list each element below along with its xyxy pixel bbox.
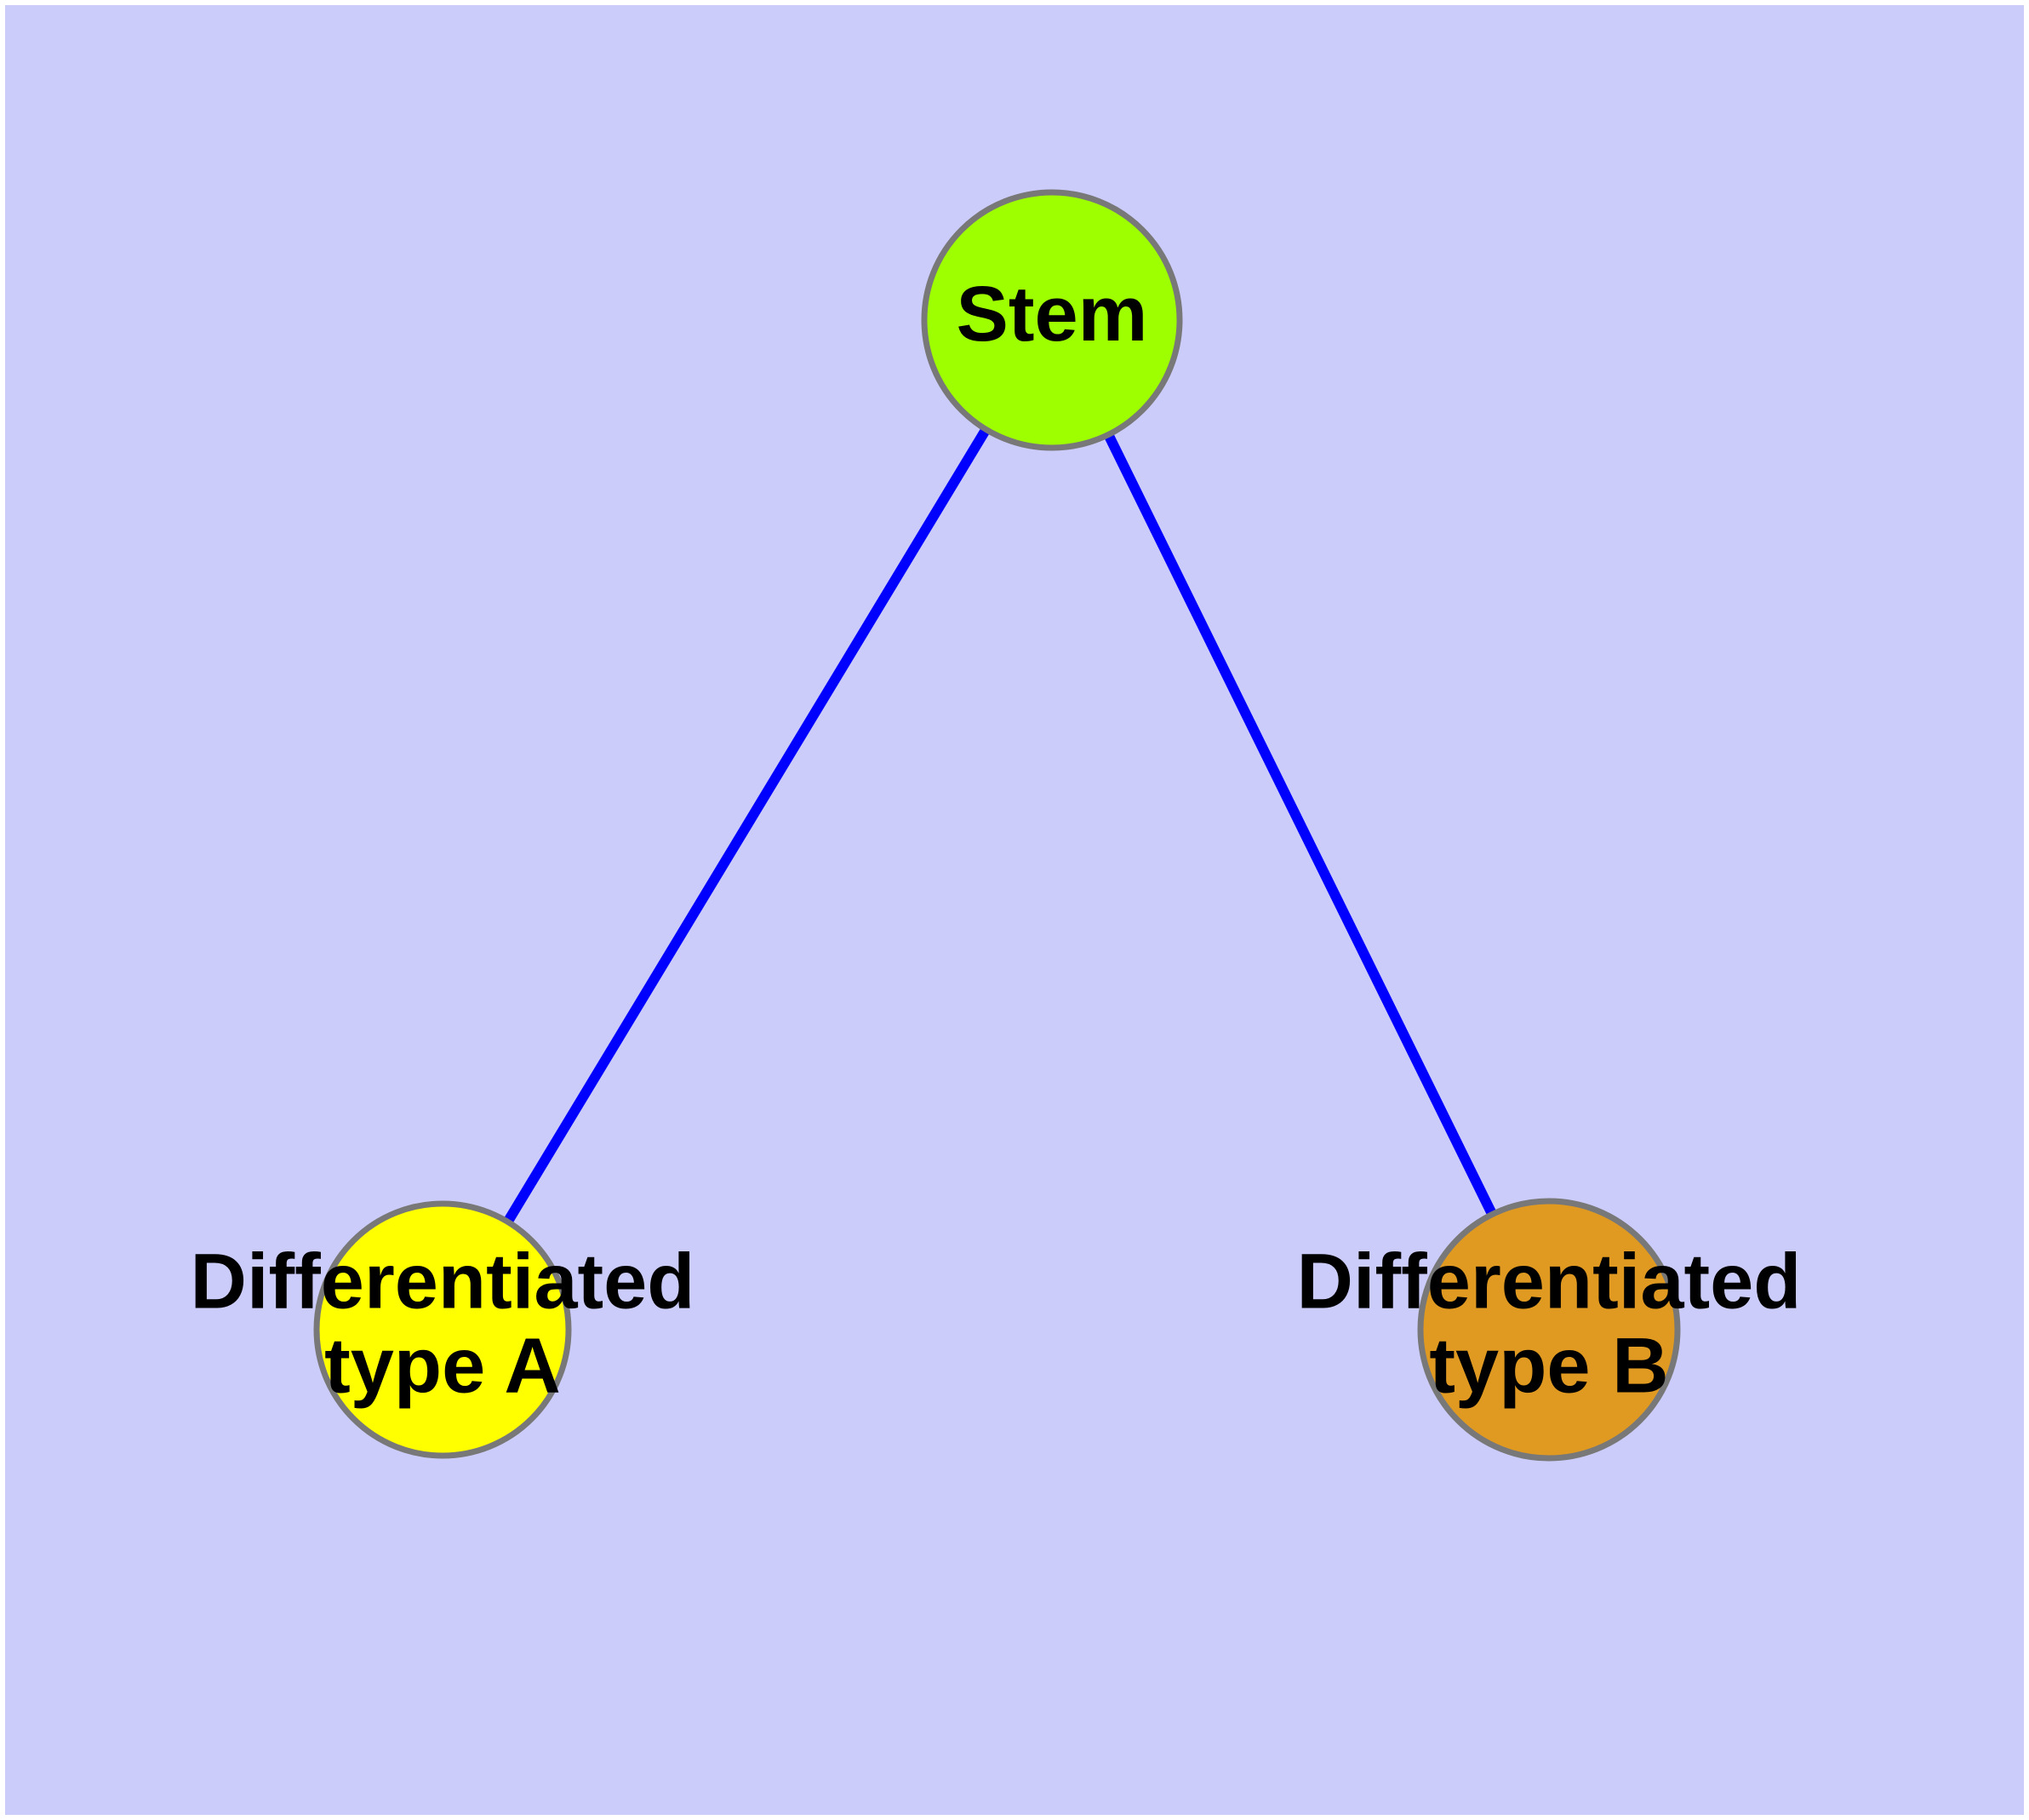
graph-node-stem[interactable]: Stem xyxy=(921,189,1183,451)
node-circle-diff_a[interactable] xyxy=(313,1200,572,1459)
node-circle-diff_b[interactable] xyxy=(1417,1198,1681,1462)
node-label-line: type B xyxy=(1429,1323,1668,1410)
node-label-line: Differentiated xyxy=(191,1239,695,1325)
node-label-stem: Stem xyxy=(957,271,1148,358)
node-label-line: type A xyxy=(324,1323,561,1410)
graph-edge xyxy=(437,317,1057,1333)
node-circle-stem[interactable] xyxy=(921,189,1183,451)
node-label-line: Stem xyxy=(957,271,1148,358)
node-label-line: Differentiated xyxy=(1297,1239,1802,1325)
edges-layer xyxy=(437,317,1554,1333)
graph-edge xyxy=(1047,318,1554,1332)
